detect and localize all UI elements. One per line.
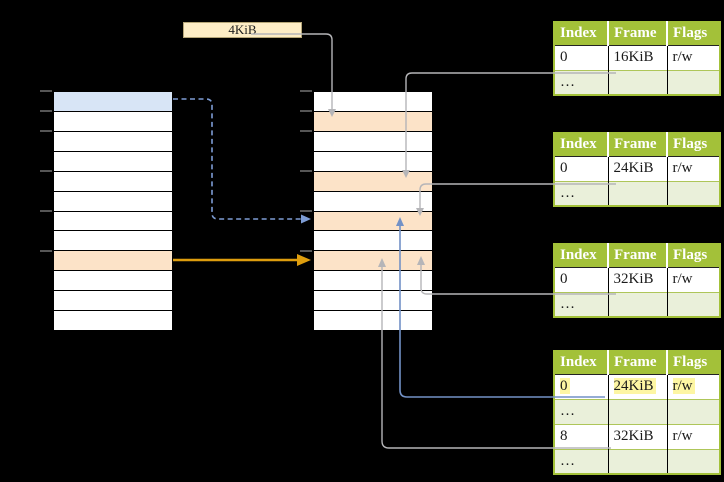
flags-cell <box>667 291 720 317</box>
column-header-index: Index <box>554 22 609 46</box>
arrowhead-right-icon <box>297 254 311 266</box>
frame-cell <box>608 448 668 474</box>
table-row-ellipsis: … <box>554 448 720 474</box>
memory-cell-white <box>314 92 432 112</box>
highlighted-value: r/w <box>672 378 695 394</box>
frame-cell: 16KiB <box>608 45 668 70</box>
column-header-frame: Frame <box>608 351 668 375</box>
index-cell: … <box>554 291 609 317</box>
memory-cell-white <box>314 271 432 292</box>
frame-cell: 32KiB <box>608 423 668 449</box>
index-cell: 0 <box>554 267 609 292</box>
memory-cell-white <box>314 311 432 331</box>
memory-cell-white <box>54 131 172 152</box>
index-cell: … <box>554 69 609 95</box>
memory-cell-white <box>54 191 172 212</box>
memory-cell-white <box>314 231 432 252</box>
column-header-flags: Flags <box>667 133 720 157</box>
column-header-flags: Flags <box>667 244 720 268</box>
memory-cell-blue <box>54 92 172 112</box>
frame-cell: 24KiB <box>608 156 668 181</box>
flags-cell: r/w <box>672 49 693 65</box>
table-row-highlighted: 0 24KiB r/w <box>554 374 720 399</box>
memory-cell-peach <box>54 251 172 272</box>
column-header-frame: Frame <box>608 244 668 268</box>
flags-cell: r/w <box>672 160 693 176</box>
column-header-frame: Frame <box>608 22 668 46</box>
table-header-row: Index Frame Flags <box>554 351 720 375</box>
index-cell: 0 <box>554 156 609 181</box>
frame-cell <box>608 291 668 317</box>
table-row: 0 24KiB r/w <box>554 156 720 181</box>
memory-cell-white <box>314 291 432 312</box>
memory-cell-white <box>314 191 432 212</box>
index-cell: … <box>554 448 609 474</box>
page-size-label: 4KiB <box>183 22 302 38</box>
page-table-3: Index Frame Flags 0 32KiB r/w … <box>553 243 721 318</box>
memory-cell-white <box>54 211 172 232</box>
index-cell: … <box>554 180 609 206</box>
frame-cell <box>608 180 668 206</box>
column-header-index: Index <box>554 244 609 268</box>
table-header-row: Index Frame Flags <box>554 133 720 157</box>
memory-cell-white <box>314 131 432 152</box>
column-header-index: Index <box>554 351 609 375</box>
flags-cell: r/w <box>667 423 720 449</box>
index-cell: … <box>554 398 609 424</box>
table-row: 8 32KiB r/w <box>554 423 720 449</box>
memory-cell-white <box>54 291 172 312</box>
left-memory-column <box>53 91 173 331</box>
highlighted-value: 24KiB <box>613 378 656 394</box>
table-row: 0 16KiB r/w <box>554 45 720 70</box>
memory-cell-white <box>54 311 172 331</box>
memory-cell-peach <box>314 251 432 272</box>
flags-cell <box>667 398 720 424</box>
memory-cell-white <box>54 231 172 252</box>
memory-cell-white <box>314 151 432 172</box>
page-table-1: Index Frame Flags 0 16KiB r/w … <box>553 21 721 96</box>
arrowhead-right-icon <box>301 214 311 224</box>
memory-cell-peach <box>314 171 432 192</box>
column-header-flags: Flags <box>667 351 720 375</box>
page-table-4: Index Frame Flags 0 24KiB r/w … 8 32KiB … <box>553 350 721 475</box>
left-column-ticks <box>40 90 52 252</box>
table-row-ellipsis: … <box>554 69 720 95</box>
index-cell: 0 <box>554 374 609 399</box>
frame-cell <box>608 69 668 95</box>
table-header-row: Index Frame Flags <box>554 244 720 268</box>
index-cell: 0 <box>554 45 609 70</box>
flags-cell <box>667 69 720 95</box>
column-header-frame: Frame <box>608 133 668 157</box>
memory-cell-white <box>54 151 172 172</box>
memory-cell-white <box>54 171 172 192</box>
table-row: 0 32KiB r/w <box>554 267 720 292</box>
flags-cell <box>667 180 720 206</box>
table-header-row: Index Frame Flags <box>554 22 720 46</box>
flags-cell: r/w <box>667 374 720 399</box>
memory-cell-white <box>54 271 172 292</box>
frame-cell: 32KiB <box>608 267 668 292</box>
table-row-ellipsis: … <box>554 398 720 424</box>
arrow-left-blue-cell-to-frame <box>173 98 301 220</box>
page-table-2: Index Frame Flags 0 24KiB r/w … <box>553 132 721 207</box>
middle-column-ticks <box>300 90 312 252</box>
flags-cell: r/w <box>672 271 693 287</box>
memory-cell-peach <box>314 211 432 232</box>
memory-cell-peach <box>314 111 432 132</box>
memory-cell-white <box>54 111 172 132</box>
column-header-index: Index <box>554 133 609 157</box>
flags-cell <box>667 448 720 474</box>
table-row-ellipsis: … <box>554 180 720 206</box>
middle-memory-column <box>313 91 433 331</box>
column-header-flags: Flags <box>667 22 720 46</box>
frame-cell: 24KiB <box>608 374 668 399</box>
frame-cell <box>608 398 668 424</box>
table-row-ellipsis: … <box>554 291 720 317</box>
index-cell: 8 <box>554 423 609 449</box>
highlighted-value: 0 <box>560 378 570 394</box>
